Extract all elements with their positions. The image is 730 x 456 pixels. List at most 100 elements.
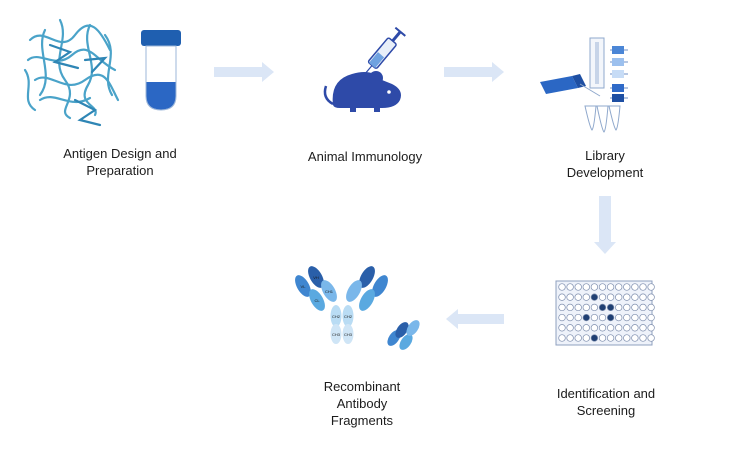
step-label-immunology: Animal Immunology xyxy=(285,148,445,165)
plate-well xyxy=(574,334,582,342)
plate-well xyxy=(566,313,574,322)
plate-well xyxy=(566,283,574,291)
plate-well xyxy=(558,283,566,291)
sample-tube-icon xyxy=(141,30,181,111)
plate-well xyxy=(598,324,607,332)
antibody-icon: VH VL CH1 CL CH2 CH2 CH3 CH3 xyxy=(295,266,388,344)
plate-well xyxy=(631,283,639,291)
plate-well xyxy=(623,334,631,342)
plate-well xyxy=(639,293,647,301)
plate-well xyxy=(582,334,590,342)
step-label-screening-line1: Identification and xyxy=(556,386,656,401)
step-label-immunology-line1: Animal Immunology xyxy=(307,149,423,164)
plate-well xyxy=(623,283,631,291)
plate-well xyxy=(615,313,623,322)
arrow-right-1 xyxy=(214,62,274,82)
mouse-icon xyxy=(323,71,401,112)
plate-well xyxy=(558,293,566,301)
plate-well xyxy=(598,283,607,291)
step-label-fragments: Recombinant Antibody Fragments xyxy=(282,378,442,429)
plate-well xyxy=(582,283,590,291)
plate-well xyxy=(558,313,566,322)
plate-well xyxy=(631,303,639,312)
arrow-right-2 xyxy=(444,62,504,82)
plate-well xyxy=(647,313,655,322)
step-label-screening: Identification and Screening xyxy=(526,385,686,419)
plate-well xyxy=(574,324,582,332)
step-label-antigen-line1: Antigen Design and xyxy=(63,146,177,161)
step-label-screening-line2: Screening xyxy=(576,403,636,418)
plate-well xyxy=(598,293,607,301)
plate-well xyxy=(639,303,647,312)
step-label-antigen: Antigen Design and Preparation xyxy=(40,145,200,179)
plate-well xyxy=(590,283,599,291)
arrow-down xyxy=(594,196,616,254)
plate-well xyxy=(623,303,631,312)
domain-label-cl: CL xyxy=(314,298,320,303)
plate-well xyxy=(566,303,574,312)
step-label-library: Library Development xyxy=(525,147,685,181)
plate-well xyxy=(623,313,631,322)
plate-well-positive xyxy=(606,303,615,312)
plate-well xyxy=(639,283,647,291)
plate-well-positive xyxy=(582,313,590,322)
step-label-fragments-line1: Recombinant xyxy=(323,379,401,394)
plate-well xyxy=(615,283,623,291)
plate-well xyxy=(590,313,599,322)
plate-well xyxy=(582,324,590,332)
antibody-fragment-icon xyxy=(387,320,420,350)
plate-well-positive xyxy=(598,303,607,312)
domain-label-ch2-left: CH2 xyxy=(332,314,341,319)
plate-well-positive xyxy=(606,313,615,322)
plate-well xyxy=(631,324,639,332)
plate-well xyxy=(606,324,615,332)
plate-well xyxy=(631,313,639,322)
plate-well xyxy=(615,293,623,301)
plate-well xyxy=(647,293,655,301)
step-label-fragments-line2: Antibody xyxy=(336,396,388,411)
plate-well xyxy=(574,313,582,322)
plate-well xyxy=(574,283,582,291)
plate-well xyxy=(647,283,655,291)
plate-well xyxy=(590,303,599,312)
domain-label-ch3-right: CH3 xyxy=(344,332,353,337)
library-apparatus-icon xyxy=(540,37,628,133)
plate-well xyxy=(631,334,639,342)
domain-label-ch3-left: CH3 xyxy=(332,332,341,337)
plate-well-positive xyxy=(590,334,599,342)
domain-label-ch2-right: CH2 xyxy=(344,314,353,319)
plate-well xyxy=(598,334,607,342)
plate-well xyxy=(582,303,590,312)
plate-well xyxy=(606,334,615,342)
plate-well xyxy=(647,324,655,332)
plate-well xyxy=(615,324,623,332)
domain-label-ch1: CH1 xyxy=(325,289,334,294)
plate-well xyxy=(623,293,631,301)
plate-well xyxy=(566,324,574,332)
plate-well xyxy=(639,313,647,322)
step-label-library-line2: Development xyxy=(566,165,644,180)
step-label-library-line1: Library xyxy=(585,148,625,163)
plate-well xyxy=(566,334,574,342)
step-label-fragments-line3: Fragments xyxy=(330,413,394,428)
domain-label-vh: VH xyxy=(313,275,319,280)
protein-structure-icon xyxy=(23,18,120,127)
plate-well xyxy=(582,293,590,301)
plate-well xyxy=(558,324,566,332)
plate-well xyxy=(606,283,615,291)
syringe-icon xyxy=(362,26,406,77)
domain-label-vl: VL xyxy=(301,284,307,289)
step-label-antigen-line2: Preparation xyxy=(86,163,154,178)
plate-well xyxy=(558,303,566,312)
plate-well xyxy=(631,293,639,301)
plate-well xyxy=(615,303,623,312)
plate-well xyxy=(574,293,582,301)
plate-well xyxy=(615,334,623,342)
plate-well xyxy=(647,334,655,342)
plate-well xyxy=(590,324,599,332)
plate-well xyxy=(647,303,655,312)
plate-well xyxy=(606,293,615,301)
plate-well xyxy=(574,303,582,312)
plate-well xyxy=(558,334,566,342)
